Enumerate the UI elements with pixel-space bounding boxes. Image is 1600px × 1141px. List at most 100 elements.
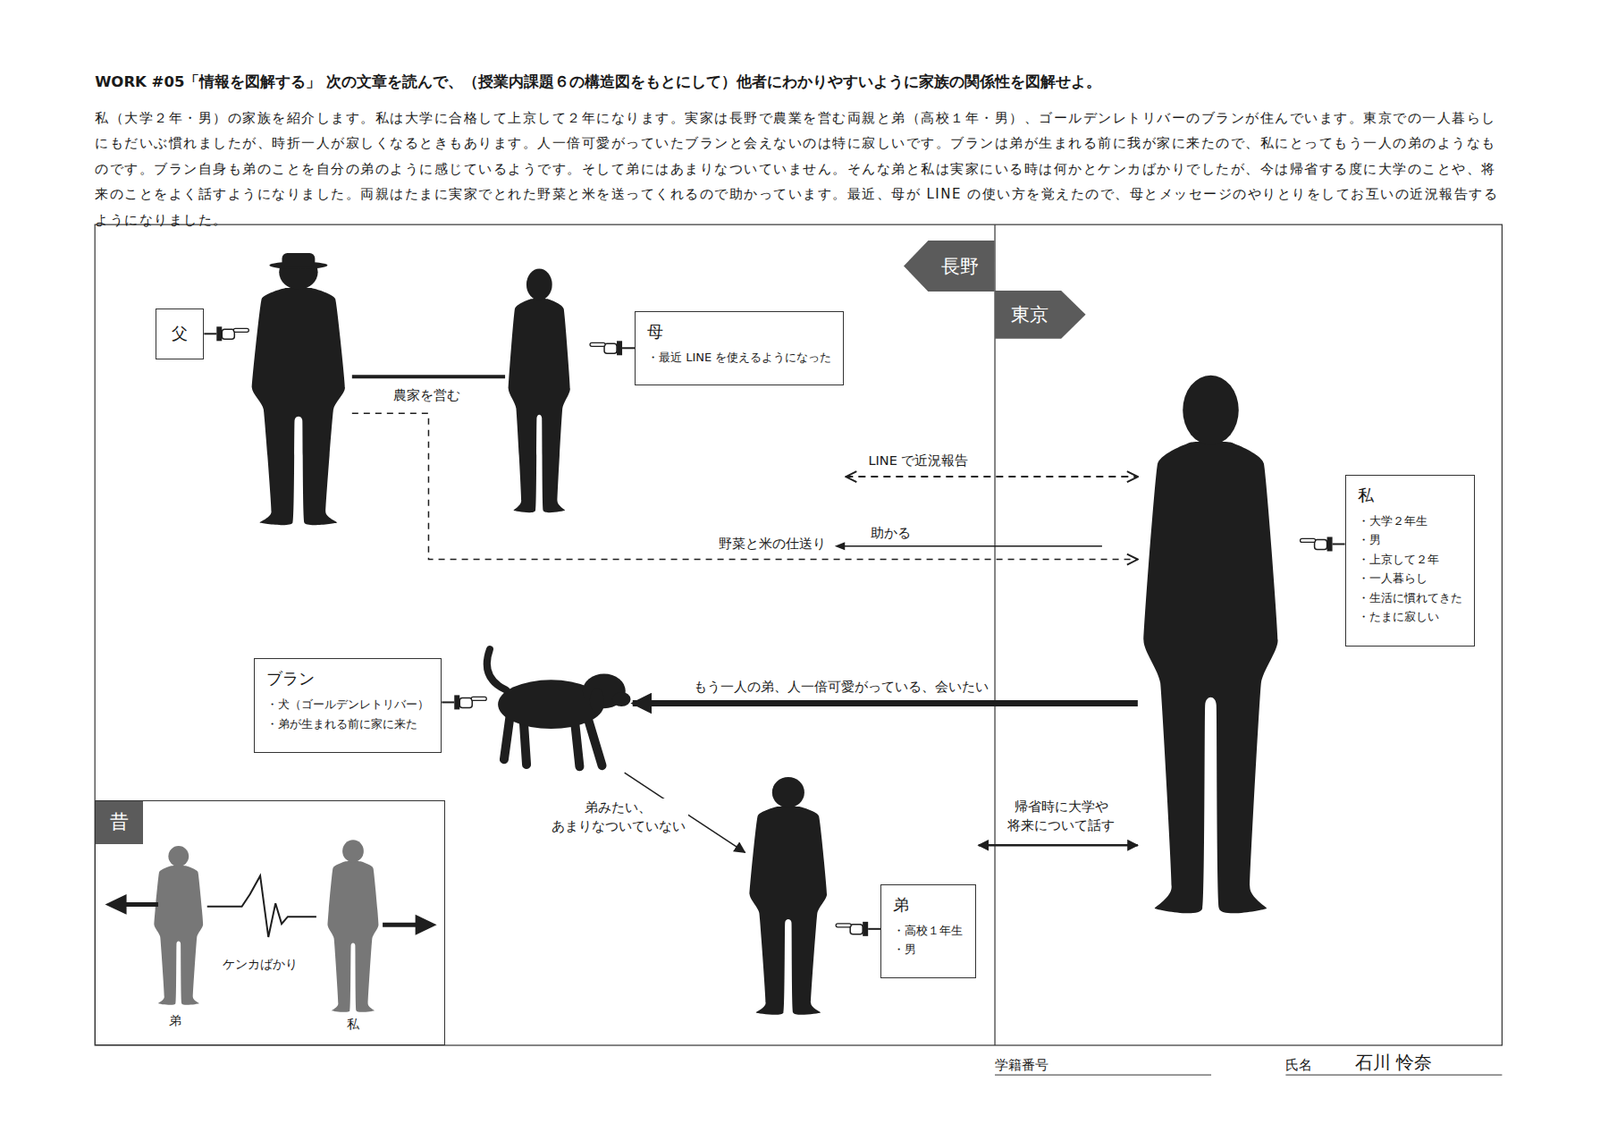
underline: [994, 1074, 1212, 1076]
node-bullet: ・上京して２年: [1357, 549, 1463, 570]
label-box: ブラン・犬（ゴールデンレトリバー）・弟が生まれる前に家に来た: [253, 657, 442, 753]
place-name: 長野: [903, 240, 995, 292]
place-sign: 長野: [903, 240, 995, 292]
pointing-hand: [1300, 536, 1346, 551]
head: [342, 839, 364, 862]
dog-ear: [589, 687, 605, 712]
head: [1182, 375, 1239, 446]
node-bullet: ・最近 LINE を使えるようになった: [647, 347, 832, 368]
dog-snout: [612, 691, 632, 707]
hand-palm: [459, 697, 472, 708]
hand-finger: [835, 923, 851, 927]
arrow-shaft: [122, 901, 159, 907]
connector: [978, 843, 1138, 847]
edge-label: 農家を営む: [390, 385, 464, 405]
connector: [352, 374, 506, 379]
hat-crown: [281, 252, 315, 267]
node-bullet: ・たまに寂しい: [1357, 606, 1463, 627]
label: 弟: [168, 1012, 182, 1029]
head: [772, 776, 805, 808]
description-text: 私（大学２年・男）の家族を紹介します。私は大学に合格して上京して２年になります。…: [94, 105, 1503, 234]
person-node: 父: [152, 250, 353, 526]
conflict-zigzag: [207, 875, 317, 936]
node-bullet: ・生活に慣れてきた: [1357, 588, 1463, 608]
hand-palm: [221, 328, 235, 339]
hand-finger: [1300, 538, 1316, 542]
sign-arrow: [994, 290, 1087, 339]
dog-leg: [586, 714, 602, 766]
hand-leader: [441, 700, 455, 703]
node-heading: 父: [163, 321, 197, 346]
person-silhouette: [508, 268, 571, 513]
body: [327, 860, 379, 1012]
person-silhouette: [1143, 375, 1278, 914]
hand-finger: [589, 342, 606, 346]
person-silhouette: [153, 845, 203, 1005]
hand-finger: [233, 328, 249, 332]
hand-leader: [203, 332, 217, 335]
node-bullet: ・高校１年生: [892, 920, 964, 941]
dog-tail: [487, 648, 506, 691]
node-bullet: ・一人暮らし: [1357, 568, 1463, 589]
past-frame: 昔: [94, 800, 446, 1045]
node-bullet: ・大学２年生: [1357, 511, 1463, 531]
body: [252, 287, 346, 525]
underline: [1285, 1074, 1502, 1076]
body: [1143, 441, 1278, 914]
body: [153, 865, 203, 1005]
label-box: 母・最近 LINE を使えるようになった: [634, 311, 844, 386]
hand-leader: [622, 346, 635, 349]
node-bullet: ・男: [1357, 530, 1463, 550]
person-node: 母・最近 LINE を使えるようになった: [505, 265, 846, 513]
arrow-head: [415, 914, 438, 935]
label: 石川 怜奈: [1355, 1050, 1432, 1075]
place-name: 東京: [994, 290, 1087, 339]
sign-arrow: [903, 240, 995, 292]
person-silhouette: [252, 252, 346, 525]
hand-finger: [471, 696, 487, 700]
body: [508, 298, 571, 513]
head: [526, 268, 553, 300]
arrow-head: [834, 541, 845, 550]
node-bullet: ・男: [892, 939, 964, 960]
connector: [352, 412, 1138, 559]
node-heading: 母: [647, 320, 832, 344]
hand-palm: [1314, 538, 1328, 549]
edge-label: 帰省時に大学や 将来について話す: [1004, 797, 1118, 835]
title: WORK #05「情報を図解する」 次の文章を読んで、（授業内課題６の構造図をも…: [94, 72, 1102, 93]
label: 私: [346, 1016, 360, 1033]
label: 学籍番号: [994, 1055, 1049, 1073]
pointing-hand: [835, 921, 881, 936]
node-heading: 私: [1357, 483, 1463, 507]
arrow-shaft: [382, 922, 419, 927]
edge-label: 弟みたい、 あまりなついていない: [548, 798, 689, 836]
node-bullet: ・弟が生まれる前に家に来た: [266, 714, 430, 734]
label: ケンカばかり: [222, 956, 298, 973]
body: [749, 806, 828, 1015]
label-box: 私・大学２年生・男・上京して２年・一人暮らし・生活に慣れてきた・たまに寂しい: [1345, 474, 1475, 647]
person-silhouette: [749, 776, 828, 1015]
leader-arrow: [842, 545, 1103, 548]
frame-tag: 昔: [95, 800, 144, 844]
edge-label: もう一人の弟、人一倍可愛がっている、会いたい: [690, 677, 992, 697]
head: [168, 845, 189, 867]
edge-label: LINE で近況報告: [865, 450, 971, 470]
main-frame: [94, 224, 1502, 1045]
region-divider: [993, 224, 995, 1045]
hand-leader: [1332, 542, 1346, 545]
pointing-hand: [203, 326, 249, 341]
pointing-hand: [441, 694, 487, 709]
place-sign: 東京: [994, 290, 1087, 339]
node-heading: 弟: [892, 892, 964, 917]
connector: [632, 699, 1138, 707]
person-node: ブラン・犬（ゴールデンレトリバー）・弟が生まれる前に家に来た: [252, 640, 633, 773]
dog-leg: [504, 714, 511, 759]
hand-cuff: [454, 694, 460, 709]
person-silhouette: [327, 839, 379, 1012]
hand-leader: [867, 927, 881, 930]
connector: [845, 475, 1138, 478]
label: 助かる: [867, 523, 914, 541]
label-box: 弟・高校１年生・男: [880, 884, 977, 978]
person-node: 私・大学２年生・男・上京して２年・一人暮らし・生活に慣れてきた・たまに寂しい: [1137, 369, 1477, 910]
